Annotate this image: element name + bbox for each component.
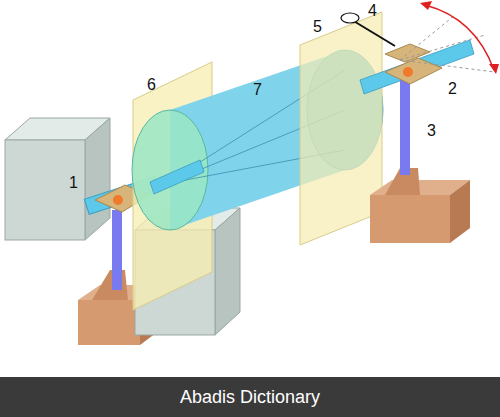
callout-number: 5 xyxy=(313,18,322,36)
watermark: Abadis Dictionary xyxy=(180,386,320,408)
callout-number: 7 xyxy=(253,81,262,99)
callout-number: 2 xyxy=(448,80,457,98)
callout-number: 4 xyxy=(368,2,377,20)
callout-number: 3 xyxy=(427,122,436,140)
callout-number: 1 xyxy=(69,174,78,192)
callout-number: 6 xyxy=(147,76,156,94)
